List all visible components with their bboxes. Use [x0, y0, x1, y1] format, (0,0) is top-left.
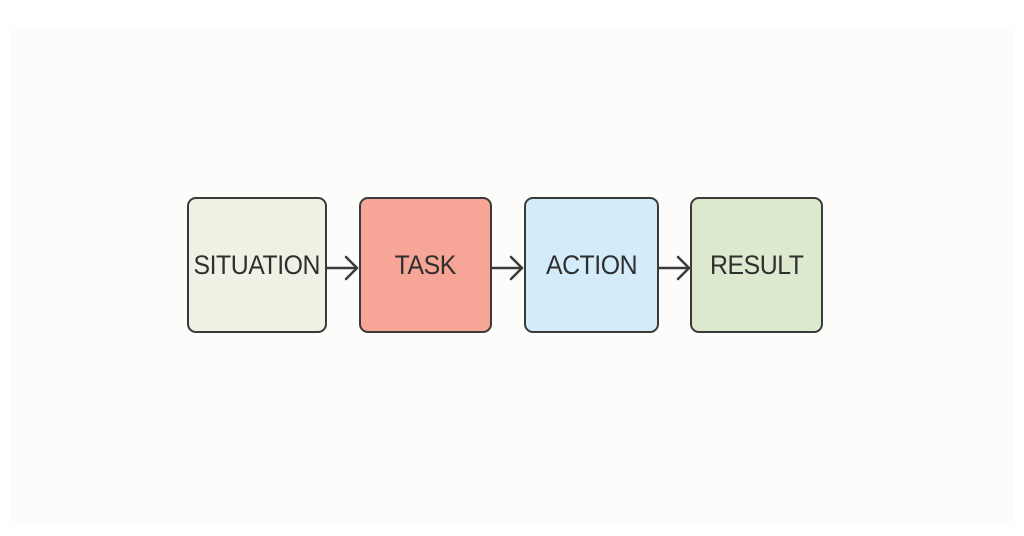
situation-box: SITUATION [187, 197, 327, 333]
arrow-right-icon [325, 255, 359, 281]
task-label: TASK [394, 249, 457, 280]
action-box: ACTION [524, 197, 659, 333]
diagram-backdrop [10, 26, 1014, 526]
arrow-right-icon [657, 255, 691, 281]
task-box: TASK [359, 197, 492, 333]
situation-label: SITUATION [193, 249, 321, 280]
result-box: RESULT [690, 197, 823, 333]
result-label: RESULT [709, 249, 804, 280]
arrow-right-icon [490, 255, 524, 281]
action-label: ACTION [545, 249, 638, 280]
